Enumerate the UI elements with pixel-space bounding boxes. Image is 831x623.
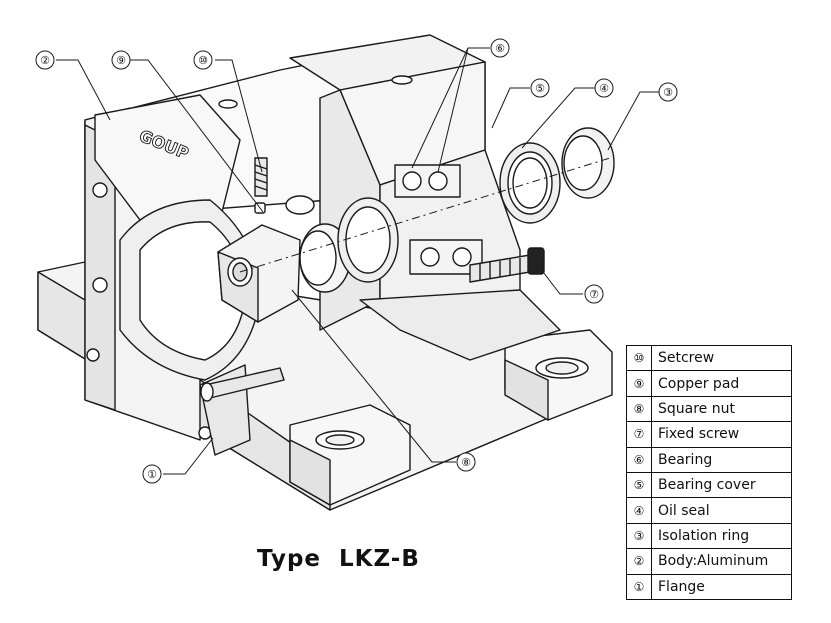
legend-number: ④: [627, 498, 652, 523]
callout-3: ③: [663, 86, 673, 99]
legend-number: ③: [627, 523, 652, 549]
legend-number: ⑥: [627, 447, 652, 472]
legend-number: ⑨: [627, 371, 652, 396]
isolation-ring-outer: [561, 127, 615, 199]
callout-10: ⑩: [198, 54, 208, 67]
callout-8: ⑧: [461, 456, 471, 469]
legend-text: Fixed screw: [658, 426, 740, 443]
legend-row: ⑤ Bearing cover: [627, 472, 791, 499]
legend-text: Bearing: [658, 451, 713, 468]
legend-row: ⑧ Square nut: [627, 396, 791, 423]
legend-text: Bearing cover: [658, 477, 756, 494]
legend-text: Body:Aluminum: [658, 553, 769, 570]
callout-9: ⑨: [116, 54, 126, 67]
fixed-screw: [469, 247, 545, 283]
callouts: [35, 38, 678, 484]
legend-row: ① Flange: [627, 574, 791, 599]
legend-number: ⑤: [627, 472, 652, 498]
callout-2: ②: [40, 54, 50, 67]
legend-row: ② Body:Aluminum: [627, 549, 791, 575]
legend-number: ①: [627, 574, 652, 599]
callout-4: ④: [599, 82, 609, 95]
oil-seal-outer: [499, 142, 561, 224]
legend-text: Square nut: [658, 400, 735, 417]
legend-number: ⑧: [627, 396, 652, 422]
legend-row: ⑨ Copper pad: [627, 371, 791, 397]
parts-legend: ⑩ Setcrew ⑨ Copper pad ⑧ Square nut ⑦ Fi…: [626, 345, 792, 600]
flange-bolt: [200, 367, 285, 402]
square-nut: [217, 224, 301, 323]
callout-7: ⑦: [589, 288, 599, 301]
legend-number: ⑦: [627, 422, 652, 447]
legend-row: ④ Oil seal: [627, 498, 791, 524]
legend-number: ⑩: [627, 346, 652, 371]
legend-row: ⑥ Bearing: [627, 447, 791, 473]
legend-text: Isolation ring: [658, 527, 750, 544]
shaft-axis: [239, 157, 611, 273]
legend-text: Flange: [658, 578, 705, 595]
leader-lines: [56, 47, 660, 475]
bearing-pair: [394, 164, 483, 275]
legend-row: ⑩ Setcrew: [627, 346, 791, 372]
legend-number: ②: [627, 549, 652, 574]
legend-text: Copper pad: [658, 375, 740, 392]
callout-1: ①: [147, 468, 157, 481]
model-caption: Type LKZ-B: [257, 546, 420, 572]
legend-text: Setcrew: [658, 350, 715, 367]
legend-row: ⑦ Fixed screw: [627, 422, 791, 448]
isolation-ring-inner: [299, 223, 351, 293]
oil-seal-inner: [337, 197, 399, 283]
copper-pad-and-setscrew: [254, 157, 268, 214]
callout-6: ⑥: [495, 42, 505, 55]
legend-row: ③ Isolation ring: [627, 523, 791, 550]
legend-text: Oil seal: [658, 502, 710, 519]
callout-5: ⑤: [535, 82, 545, 95]
